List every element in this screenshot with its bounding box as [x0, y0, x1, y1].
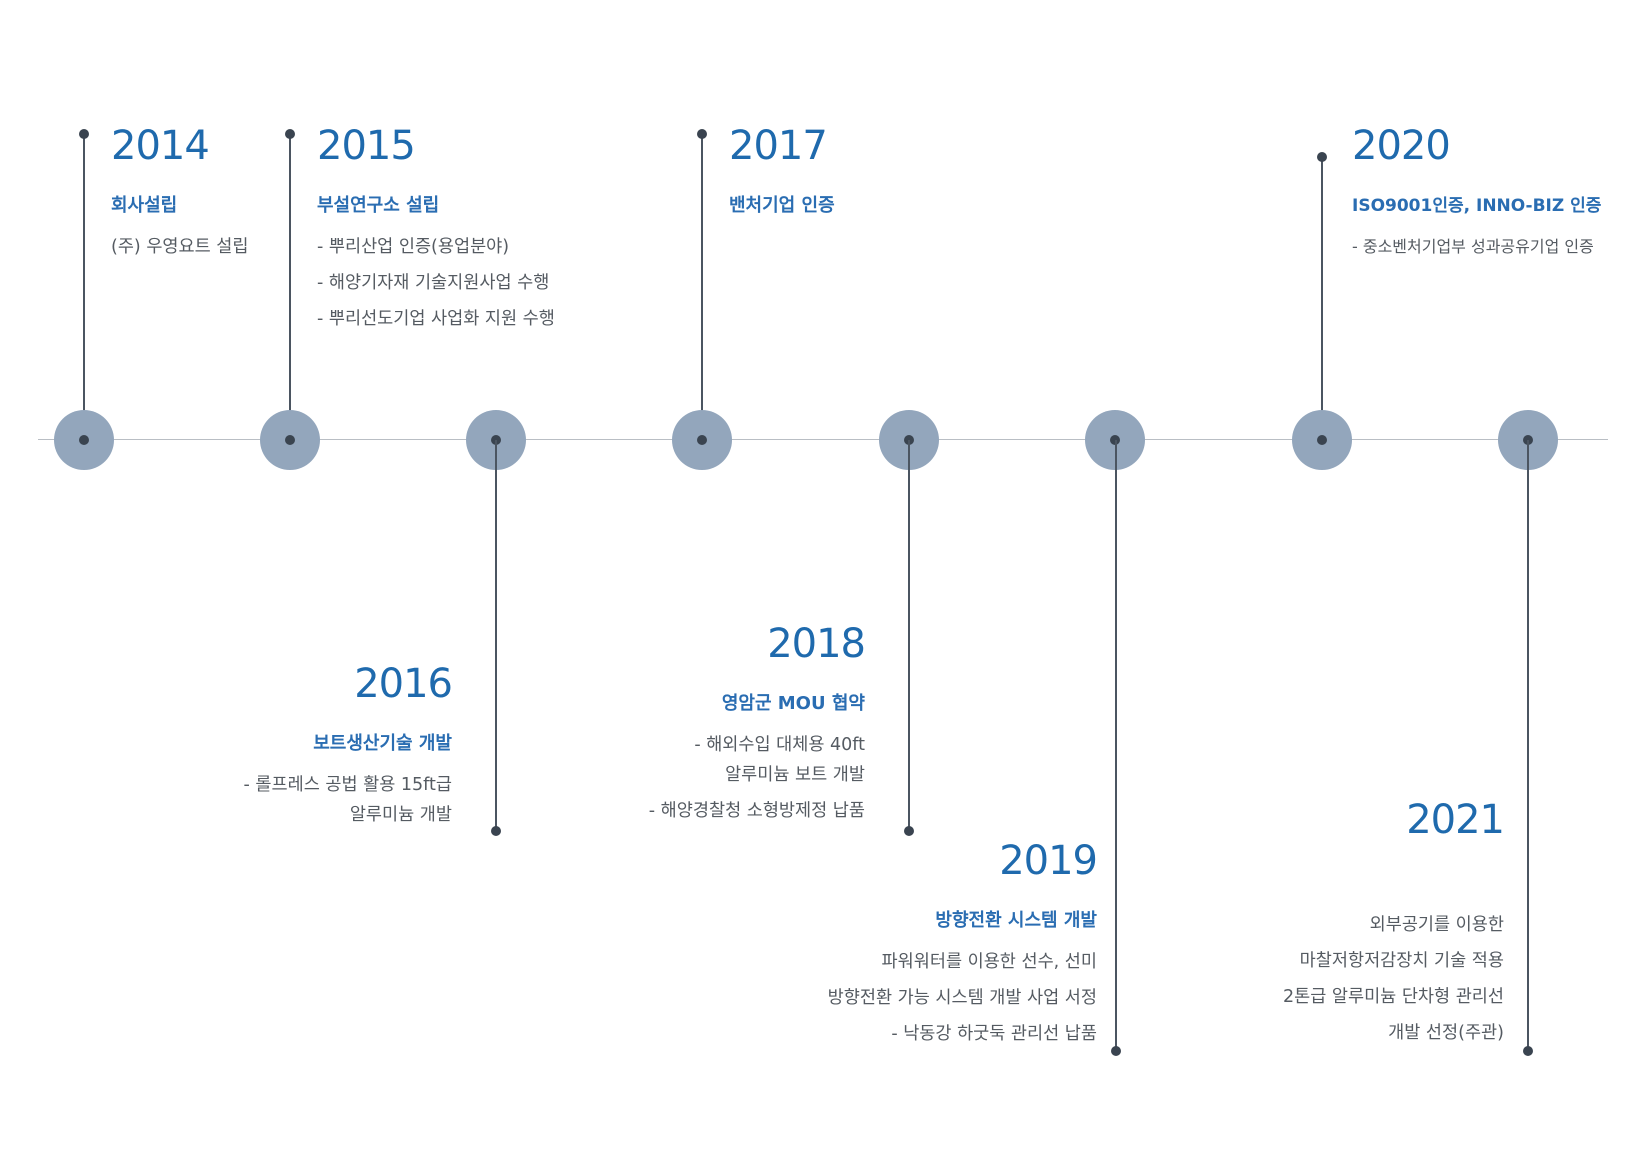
event-year: 2014	[111, 123, 210, 169]
event-stem-2018	[908, 440, 910, 831]
timeline-node-2017	[672, 410, 732, 470]
event-detail: - 해양경찰청 소형방제정 납품	[648, 801, 865, 821]
timeline-node-dot	[285, 435, 295, 445]
event-title: 밴처기업 인증	[729, 195, 835, 216]
event-stem-end-2019	[1111, 1046, 1121, 1056]
timeline-node-2014	[54, 410, 114, 470]
event-detail: 마찰저항저감장치 기술 적용	[1299, 951, 1504, 971]
event-detail: 파워워터를 이용한 선수, 선미	[881, 952, 1097, 972]
event-2018: 2018 영암군 MOU 협약 - 해외수입 대체용 40ft 알루미늄 보트 …	[648, 621, 866, 826]
event-stem-2016	[495, 440, 497, 831]
event-2020: 2020 ISO9001인증, INNO-BIZ 인증 - 중소벤처기업부 성과…	[1352, 124, 1601, 262]
event-title: 회사설립	[111, 195, 178, 216]
event-stem-end-2016	[491, 826, 501, 836]
event-detail: - 낙동강 하굿둑 관리선 납품	[891, 1024, 1097, 1044]
event-stem-end-2017	[697, 129, 707, 139]
timeline-axis	[38, 439, 1608, 440]
event-detail: - 중소벤처기업부 성과공유기업 인증	[1352, 237, 1594, 256]
event-stem-2019	[1115, 440, 1117, 1051]
event-year: 2019	[999, 838, 1098, 884]
event-year: 2015	[317, 123, 416, 169]
timeline-node-dot	[79, 435, 89, 445]
event-year: 2021	[1406, 797, 1505, 843]
event-stem-2017	[701, 134, 703, 440]
event-stem-end-2015	[285, 129, 295, 139]
event-stem-end-2021	[1523, 1046, 1533, 1056]
event-2015: 2015 부설연구소 설립 - 뿌리산업 인증(용업분야) - 해양기자재 기술…	[317, 124, 555, 334]
event-year: 2018	[767, 621, 866, 667]
event-2017: 2017 밴처기업 인증	[729, 124, 835, 218]
event-stem-2014	[83, 134, 85, 440]
timeline-node-dot	[697, 435, 707, 445]
event-2019: 2019 방향전환 시스템 개발 파워워터를 이용한 선수, 선미 방향전환 가…	[827, 838, 1098, 1049]
event-year: 2017	[729, 123, 828, 169]
event-detail: 알루미늄 개발	[349, 805, 452, 825]
event-detail: - 해외수입 대체용 40ft	[694, 735, 865, 755]
event-2021: 2021 외부공기를 이용한 마찰저항저감장치 기술 적용 2톤급 알루미늄 단…	[1282, 797, 1505, 1048]
event-detail: - 해양기자재 기술지원사업 수행	[317, 273, 550, 293]
event-title: 영암군 MOU 협약	[721, 693, 865, 714]
event-detail: 2톤급 알루미늄 단차형 관리선	[1282, 987, 1504, 1007]
event-title: 부설연구소 설립	[317, 195, 440, 216]
event-detail: 외부공기를 이용한	[1369, 915, 1504, 935]
event-detail: - 롤프레스 공법 활용 15ft급	[243, 775, 452, 795]
timeline-node-2020	[1292, 410, 1352, 470]
event-title: 보트생산기술 개발	[313, 733, 452, 754]
event-detail: 알루미늄 보트 개발	[725, 765, 865, 785]
event-2014: 2014 회사설립 (주) 우영요트 설립	[111, 124, 248, 262]
timeline-node-dot	[1317, 435, 1327, 445]
event-stem-end-2020	[1317, 152, 1327, 162]
event-stem-2020	[1321, 157, 1323, 440]
event-stem-2021	[1527, 440, 1529, 1051]
event-detail: - 뿌리산업 인증(용업분야)	[317, 237, 510, 257]
event-detail: - 뿌리선도기업 사업화 지원 수행	[317, 309, 555, 329]
event-detail: 방향전환 가능 시스템 개발 사업 서정	[827, 988, 1097, 1008]
event-title: ISO9001인증, INNO-BIZ 인증	[1352, 196, 1602, 216]
event-stem-2015	[289, 134, 291, 440]
event-detail: (주) 우영요트 설립	[111, 237, 249, 257]
event-2016: 2016 보트생산기술 개발 - 롤프레스 공법 활용 15ft급 알루미늄 개…	[243, 661, 453, 830]
event-detail: 개발 선정(주관)	[1388, 1023, 1504, 1043]
timeline-node-2015	[260, 410, 320, 470]
event-title: 방향전환 시스템 개발	[935, 910, 1097, 931]
event-stem-end-2018	[904, 826, 914, 836]
event-year: 2016	[354, 661, 453, 707]
event-year: 2020	[1352, 123, 1451, 169]
event-stem-end-2014	[79, 129, 89, 139]
